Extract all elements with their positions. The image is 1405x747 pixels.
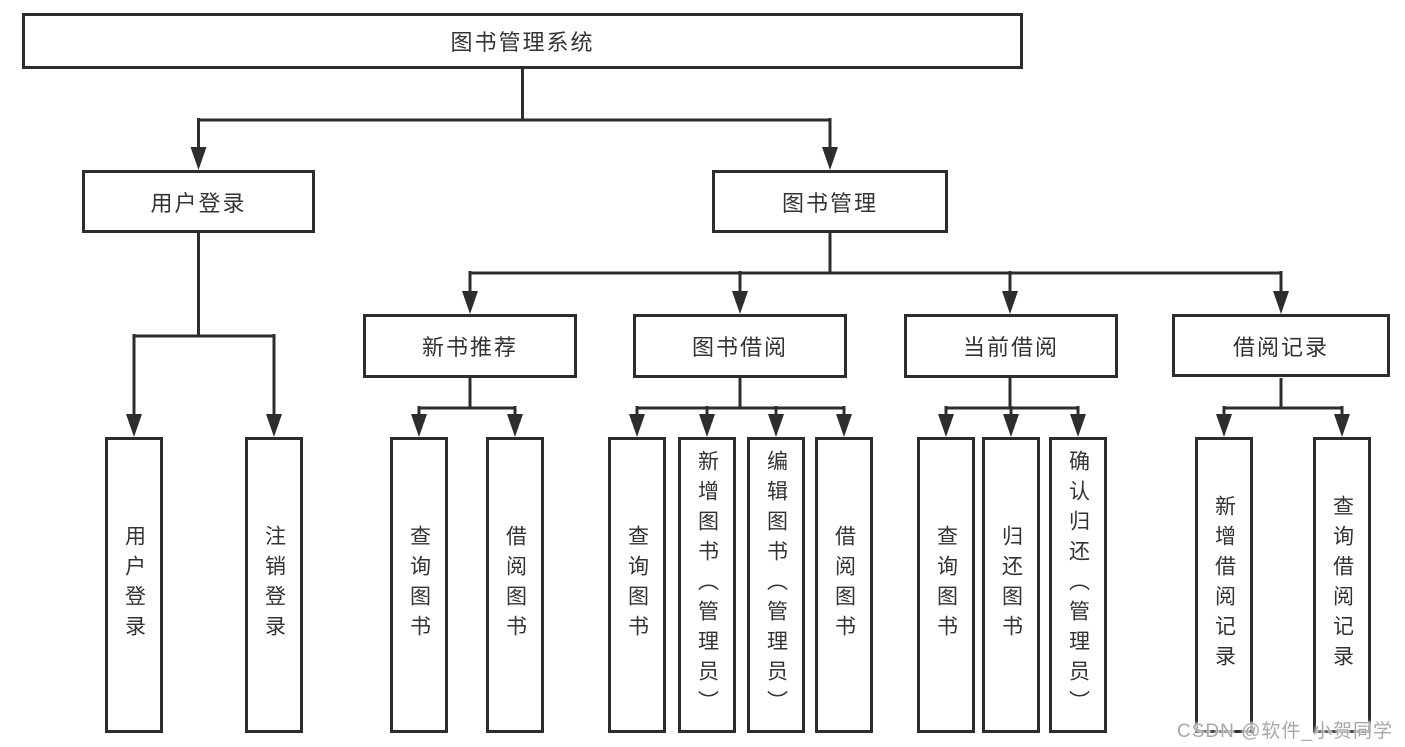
leaf-logout: 注销登录	[245, 437, 303, 733]
leaf-query-books-borrowing: 查询图书	[608, 437, 666, 733]
node-book-borrowing: 图书借阅	[633, 314, 847, 378]
leaf-add-borrow-record: 新增借阅记录	[1195, 437, 1253, 733]
leaf-confirm-return-admin: 确认归还（管理员）	[1049, 437, 1107, 733]
leaf-label: 借阅图书	[503, 525, 527, 645]
leaf-add-books-admin: 新增图书（管理员）	[678, 437, 736, 733]
leaf-label: 用户登录	[122, 525, 146, 645]
leaf-label: 编辑图书（管理员）	[764, 450, 788, 720]
node-borrowing-records: 借阅记录	[1172, 314, 1390, 377]
node-new-book-recommend: 新书推荐	[363, 314, 577, 378]
leaf-label: 借阅图书	[832, 525, 856, 645]
leaf-query-books-recommend: 查询图书	[390, 437, 448, 733]
leaf-label: 查询借阅记录	[1330, 495, 1354, 675]
csdn-watermark: CSDN @软件_小贺同学	[1177, 721, 1393, 742]
leaf-label: 查询图书	[934, 525, 958, 645]
leaf-label: 归还图书	[999, 525, 1023, 645]
leaf-user-login: 用户登录	[105, 437, 163, 733]
leaf-label: 查询图书	[407, 525, 431, 645]
node-book-management: 图书管理	[712, 170, 948, 233]
leaf-query-books-current: 查询图书	[917, 437, 975, 733]
leaf-query-borrow-record: 查询借阅记录	[1313, 437, 1371, 733]
leaf-label: 确认归还（管理员）	[1066, 450, 1090, 720]
connector-paths	[132, 69, 1344, 417]
leaf-label: 查询图书	[625, 525, 649, 645]
node-current-borrowing: 当前借阅	[904, 314, 1118, 378]
node-root: 图书管理系统	[22, 13, 1023, 69]
node-user-login-branch: 用户登录	[82, 170, 315, 233]
leaf-label: 新增借阅记录	[1212, 495, 1236, 675]
leaf-borrow-books-borrowing: 借阅图书	[815, 437, 873, 733]
leaf-edit-books-admin: 编辑图书（管理员）	[747, 437, 805, 733]
leaf-label: 注销登录	[262, 525, 286, 645]
leaf-label: 新增图书（管理员）	[695, 450, 719, 720]
leaf-return-books: 归还图书	[982, 437, 1040, 733]
arrowheads	[126, 147, 1350, 437]
leaf-borrow-books-recommend: 借阅图书	[486, 437, 544, 733]
